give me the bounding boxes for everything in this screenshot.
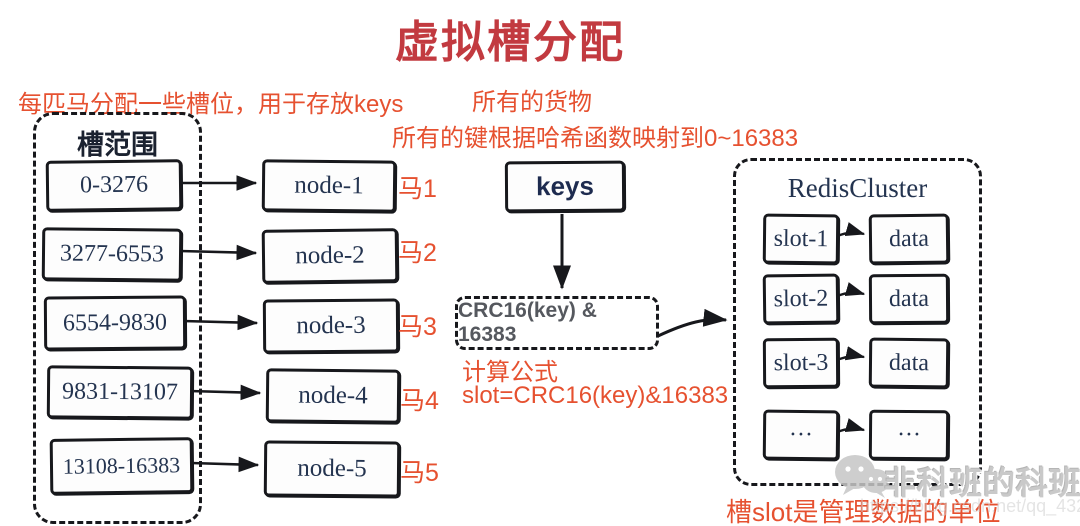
node-box-2: node-2	[261, 228, 399, 284]
horse-label-3: 马3	[398, 313, 437, 341]
horse-label-4: 马4	[400, 387, 439, 415]
crc-formula-box: CRC16(key) & 16383	[455, 296, 659, 350]
slot-range-panel-title: 槽范围	[77, 130, 158, 160]
note-slot-unit: 槽slot是管理数据的单位	[726, 497, 1001, 526]
redis-cluster-panel: RedisCluster	[733, 158, 982, 486]
node-box-4: node-4	[265, 368, 401, 424]
horse-label-2: 马2	[398, 239, 437, 267]
slot-range-box-1: 0-3276	[45, 159, 183, 212]
slot-range-box-2: 3277-6553	[41, 227, 183, 282]
data-box-3: data	[868, 337, 950, 389]
slot-box-1: slot-1	[762, 213, 840, 265]
keys-box: keys	[504, 160, 626, 213]
slot-box-3: slot-3	[762, 337, 840, 389]
arrow-crc-cluster	[657, 308, 728, 338]
redis-cluster-title: RedisCluster	[787, 173, 928, 203]
slot-range-panel: 槽范围	[33, 112, 202, 524]
keys-label: keys	[535, 170, 595, 202]
note-formula: slot=CRC16(key)&16383	[462, 382, 729, 409]
horse-label-1: 马1	[398, 175, 437, 203]
watermark-name: 非科班的科班	[884, 465, 1080, 501]
watermark-url: https://blog.csdn.net/qq_43255017	[860, 496, 1080, 516]
note-all-goods: 所有的货物	[472, 89, 592, 116]
node-box-3: node-3	[262, 298, 400, 354]
page-title: 虚拟槽分配	[395, 18, 625, 67]
note-formula-title: 计算公式	[462, 359, 558, 386]
horse-label-5: 马5	[400, 459, 439, 487]
note-hash-mapping: 所有的键根据哈希函数映射到0~16383	[392, 125, 799, 152]
slot-range-box-4: 9831-13107	[46, 365, 194, 420]
slot-range-box-3: 6554-9830	[43, 295, 187, 351]
slot-box-more: ···	[762, 409, 840, 461]
slot-box-2: slot-2	[762, 273, 840, 325]
node-box-5: node-5	[263, 440, 401, 498]
node-box-1: node-1	[261, 159, 397, 213]
slot-range-box-5: 13108-16383	[49, 437, 194, 495]
data-box-1: data	[868, 213, 950, 265]
data-box-2: data	[868, 273, 950, 325]
wechat-icon	[835, 455, 890, 498]
